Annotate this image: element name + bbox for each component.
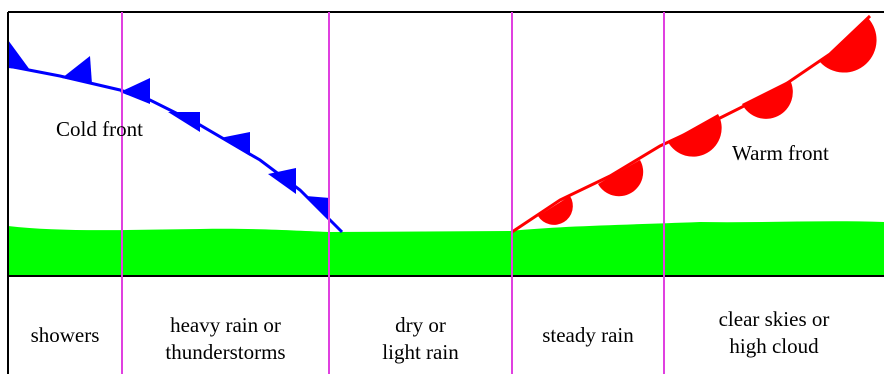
zone-line-1: dry or — [395, 313, 446, 337]
cold-front-label: Cold front — [56, 117, 143, 141]
zone-label-clear-skies: clear skies or high cloud — [664, 306, 884, 361]
zone-label-steady-rain: steady rain — [512, 322, 664, 349]
zone-line-1: clear skies or — [718, 307, 830, 331]
zone-label-heavy-rain: heavy rain or thunderstorms — [122, 312, 329, 367]
zone-line-2: light rain — [382, 340, 459, 365]
zone-line-2: high cloud — [729, 334, 819, 359]
ground — [8, 221, 884, 276]
zone-label-dry: dry or light rain — [329, 312, 512, 367]
zone-line-1: showers — [30, 323, 100, 347]
zone-line-1: steady rain — [542, 323, 634, 347]
warm-front-label: Warm front — [732, 141, 829, 165]
zone-line-2: thunderstorms — [165, 340, 286, 365]
zone-dividers — [121, 12, 665, 374]
cold-front-triangles — [8, 40, 330, 220]
zone-label-showers: showers — [8, 322, 122, 349]
zone-line-1: heavy rain or — [170, 313, 281, 337]
warm-front-semicircles — [538, 18, 877, 225]
cold-front-line — [7, 64, 344, 234]
